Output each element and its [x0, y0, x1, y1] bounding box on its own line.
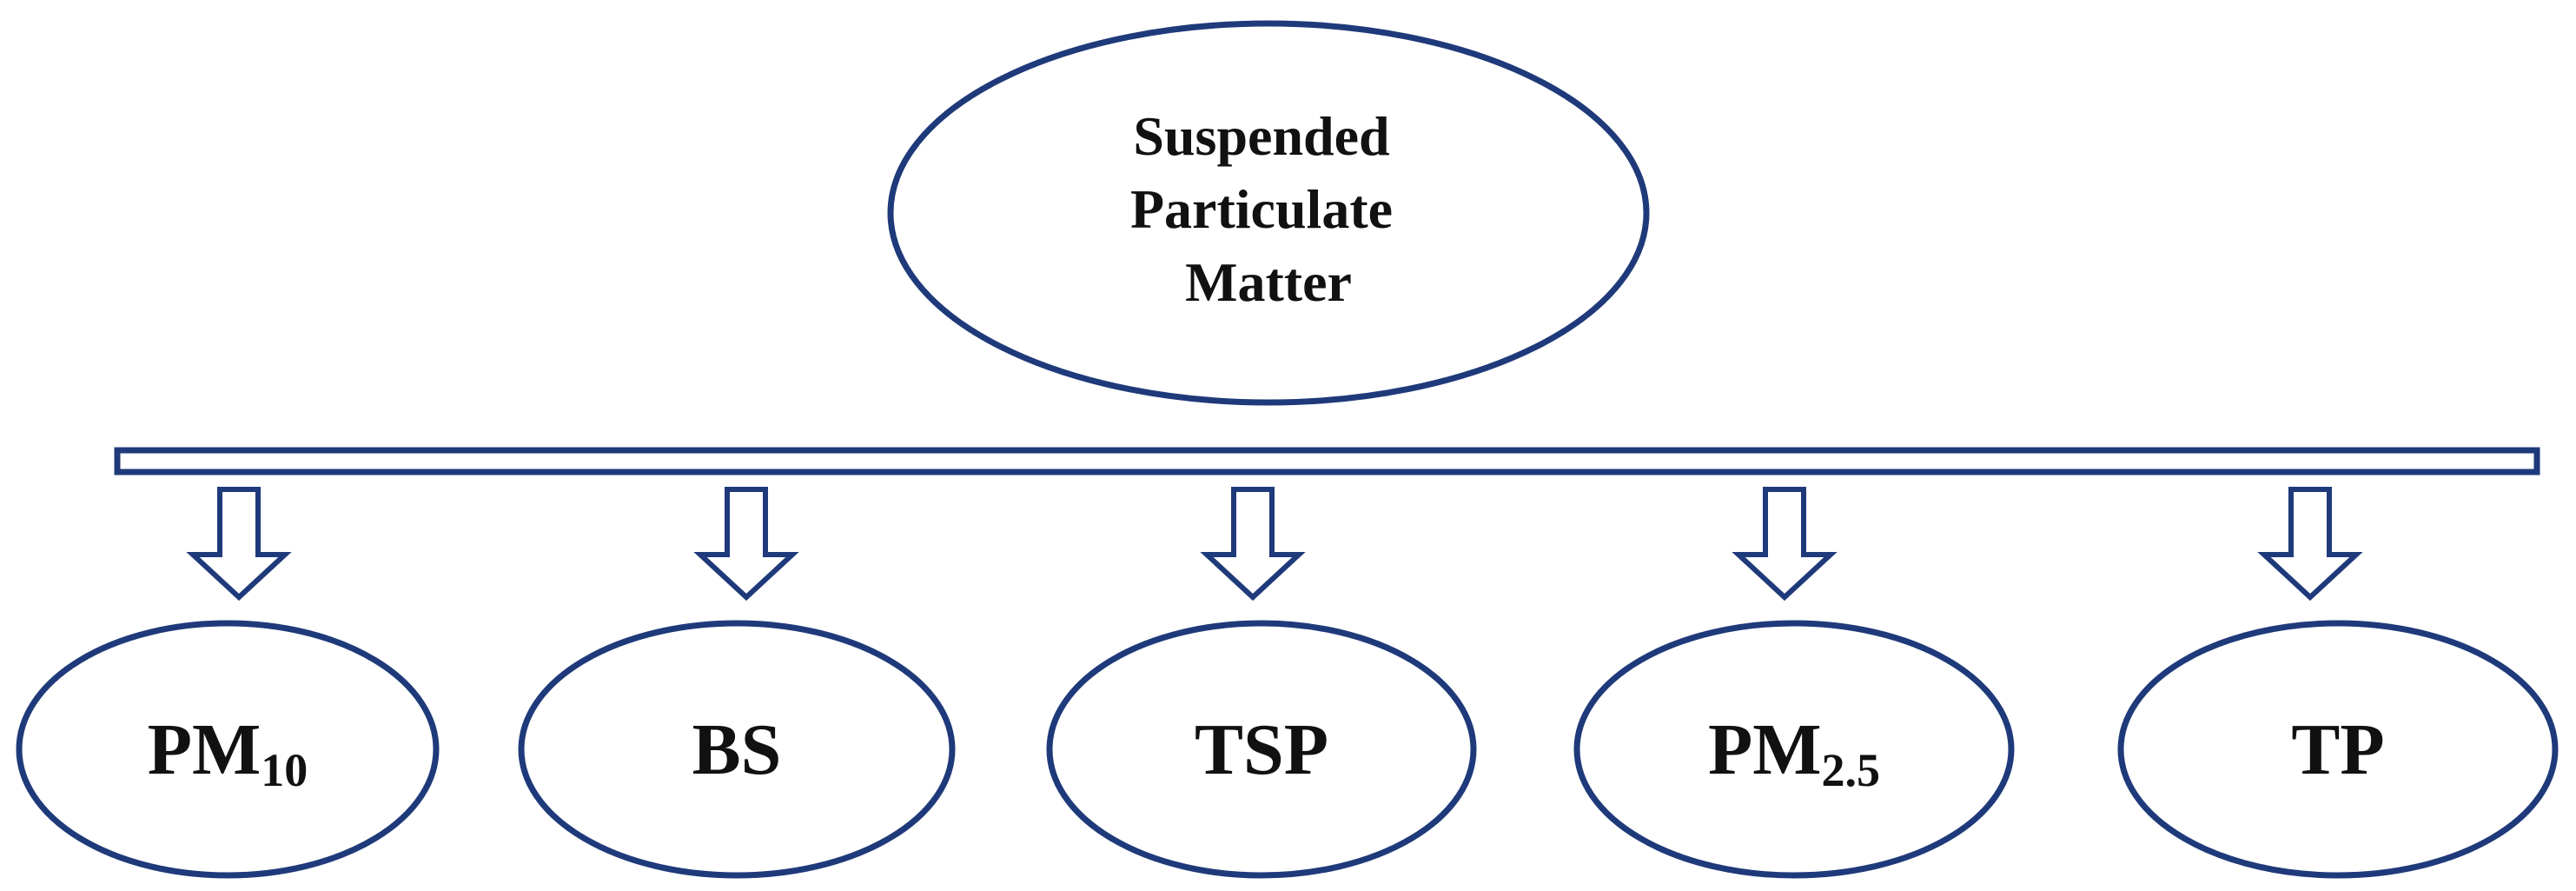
child-label-1: PM10	[148, 709, 308, 796]
child-ellipse-5	[2117, 620, 2559, 879]
arrow-down-1	[186, 487, 292, 602]
connector-bar	[114, 447, 2540, 475]
arrow-down-3	[1200, 487, 1306, 602]
root-line-1: Suspended	[1133, 105, 1389, 167]
child-node-tsp: TSP	[1046, 620, 1477, 879]
child-ellipse-1	[16, 620, 440, 879]
child-ellipse-4	[1573, 620, 2015, 879]
root-label: Suspended Particulate Matter	[1130, 105, 1407, 313]
child-label-5: TP	[2291, 709, 2384, 790]
child-label-2: BS	[692, 709, 782, 790]
child-node-pm25: PM2.5	[1573, 620, 2015, 879]
child-node-tp: TP	[2117, 620, 2559, 879]
root-ellipse	[887, 20, 1650, 406]
child-ellipse-3	[1046, 620, 1477, 879]
arrow-down-2	[693, 487, 799, 602]
arrows	[186, 487, 2363, 602]
child-label-4: PM2.5	[1708, 709, 1880, 796]
arrow-down-4	[1732, 487, 1838, 602]
child-label-4-sub: 2.5	[1822, 744, 1881, 796]
root-line-3: Matter	[1185, 251, 1352, 313]
child-node-pm10: PM10	[16, 620, 440, 879]
child-node-bs: BS	[518, 620, 956, 879]
child-label-3: TSP	[1195, 709, 1328, 790]
child-label-1-sub: 10	[261, 744, 308, 796]
child-ellipse-2	[518, 620, 956, 879]
child-label-1-main: PM	[148, 709, 262, 790]
root-node: Suspended Particulate Matter	[887, 20, 1650, 406]
root-line-2: Particulate	[1130, 178, 1393, 240]
child-label-4-main: PM	[1708, 709, 1822, 790]
arrow-down-5	[2257, 487, 2363, 602]
